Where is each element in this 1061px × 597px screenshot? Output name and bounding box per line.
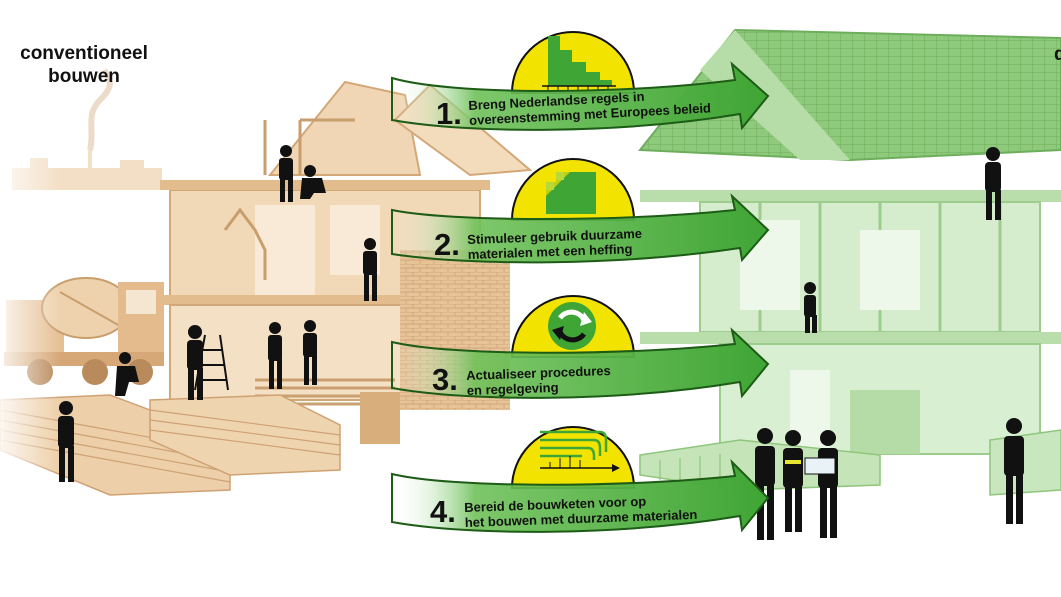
step-4-arrow (391, 458, 770, 533)
step-2-arrow (391, 193, 770, 264)
worker-figure (1004, 418, 1024, 524)
worker-figure (783, 430, 803, 532)
descending-steps-chart-icon (542, 36, 616, 90)
worker-figure (279, 145, 293, 202)
worker-figure (115, 352, 139, 396)
worker-figure (363, 238, 377, 301)
blueprint-sheet (804, 457, 836, 475)
ladder (194, 334, 229, 391)
worker-silhouettes (58, 145, 1024, 540)
sustainable-building-title: d (1054, 44, 1061, 65)
step-arrows (391, 61, 770, 533)
recycle-arrows-icon (548, 302, 596, 350)
step-3-text: Actualiseer procedures en regelgeving (466, 363, 611, 398)
conventional-building-title: conventioneel bouwen (8, 42, 160, 88)
worker-figure (985, 147, 1001, 220)
worker-figure (300, 165, 326, 199)
step-4-number: 4. (430, 494, 456, 529)
step-4-badge (510, 426, 636, 489)
worker-figure (804, 282, 817, 333)
worker-figure (303, 320, 317, 385)
step-1-number: 1. (436, 96, 462, 131)
gradient-square-icon (546, 172, 596, 214)
step-2-number: 2. (434, 227, 460, 262)
chimney-smoke (87, 68, 113, 151)
worker-figure (268, 322, 282, 389)
title-line-2: bouwen (48, 66, 120, 87)
step-2-text: Stimuleer gebruik duurzame materialen me… (467, 226, 643, 262)
title-line-1: conventioneel (20, 43, 148, 64)
step-badges (510, 31, 636, 489)
converging-lines-chart-icon (540, 430, 620, 472)
worker-figure (755, 428, 775, 540)
step-3-number: 3. (432, 362, 458, 397)
sustainable-building-scene (638, 28, 1061, 496)
worker-figure (58, 401, 74, 482)
step-1-arrow (391, 61, 770, 131)
step-3-arrow (391, 327, 770, 399)
